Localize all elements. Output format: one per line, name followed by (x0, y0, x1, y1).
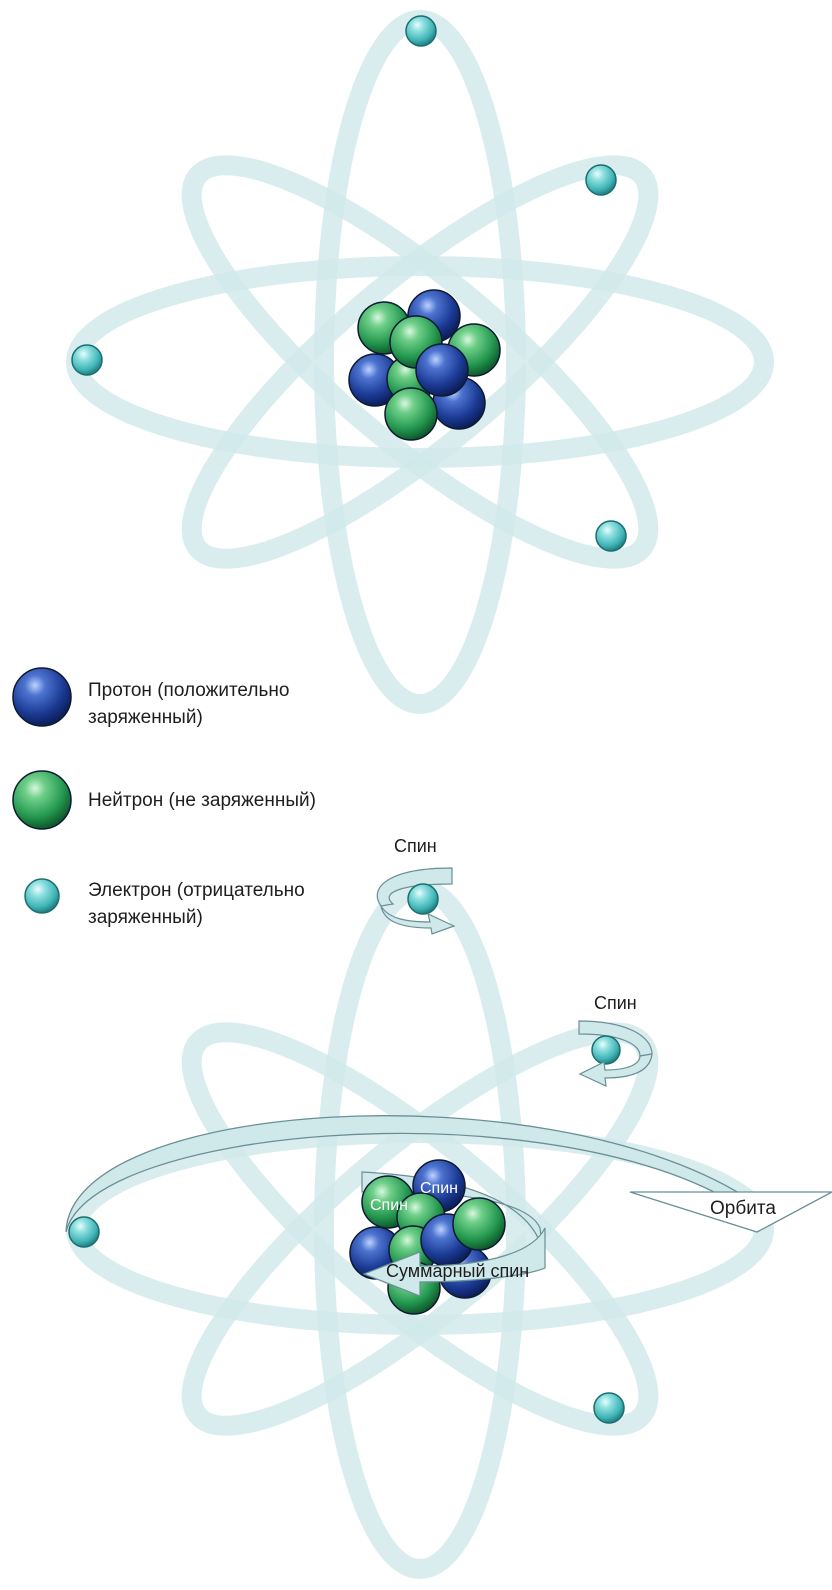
spin-label-top: Спин (394, 836, 437, 856)
proton-swatch (12, 667, 72, 727)
orbit-arrow-head (629, 1191, 832, 1233)
spin-label-nucleus-a: Спин (370, 1197, 408, 1214)
electron (68, 1216, 100, 1248)
electron (591, 1035, 621, 1065)
electrons (71, 15, 627, 552)
electron-spin-right: Спин (578, 993, 653, 1087)
legend-electron-line1: Электрон (отрицательно (88, 880, 305, 901)
legend: Протон (положительно заряженный) Нейтрон… (12, 667, 316, 928)
electron (593, 1392, 625, 1424)
legend-neutron: Нейтрон (не заряженный) (12, 770, 316, 830)
nucleus (348, 289, 501, 441)
legend-proton: Протон (положительно заряженный) (12, 667, 289, 728)
orbit-arrow: Орбита (65, 1115, 832, 1233)
orbit-label: Орбита (710, 1198, 776, 1219)
legend-neutron-line1: Нейтрон (не заряженный) (88, 790, 316, 811)
electron (585, 164, 617, 196)
atom-bottom: Орбита Спин Спин (65, 836, 832, 1579)
spin-arrow-front (578, 1053, 653, 1087)
spin-label-nucleus-b: Спин (420, 1180, 458, 1197)
total-spin-arrow-front (362, 1227, 546, 1297)
spin-label-right: Спин (594, 993, 637, 1013)
electron (71, 344, 103, 376)
neutron-swatch (12, 770, 72, 830)
electron (595, 520, 627, 552)
nucleus-with-spin: Спин Спин Суммарный спин (349, 1159, 546, 1315)
total-spin-label: Суммарный спин (386, 1261, 529, 1281)
electron-swatch (24, 878, 60, 914)
legend-electron: Электрон (отрицательно заряженный) (24, 878, 305, 928)
spin-arrow-front (380, 905, 456, 935)
electrons (68, 1216, 625, 1424)
proton (415, 343, 469, 397)
atom-top (66, 10, 774, 714)
neutron (384, 387, 438, 441)
neutron (452, 1197, 506, 1251)
orbit-diagonal-a (181, 155, 659, 569)
electron (407, 883, 439, 915)
legend-electron-line2: заряженный) (88, 907, 203, 928)
legend-proton-line2: заряженный) (88, 707, 203, 728)
orbit-diagonal-a (181, 1022, 659, 1436)
electron (405, 15, 437, 47)
electron-spin-top: Спин (376, 836, 456, 935)
legend-proton-line1: Протон (положительно (88, 680, 289, 701)
